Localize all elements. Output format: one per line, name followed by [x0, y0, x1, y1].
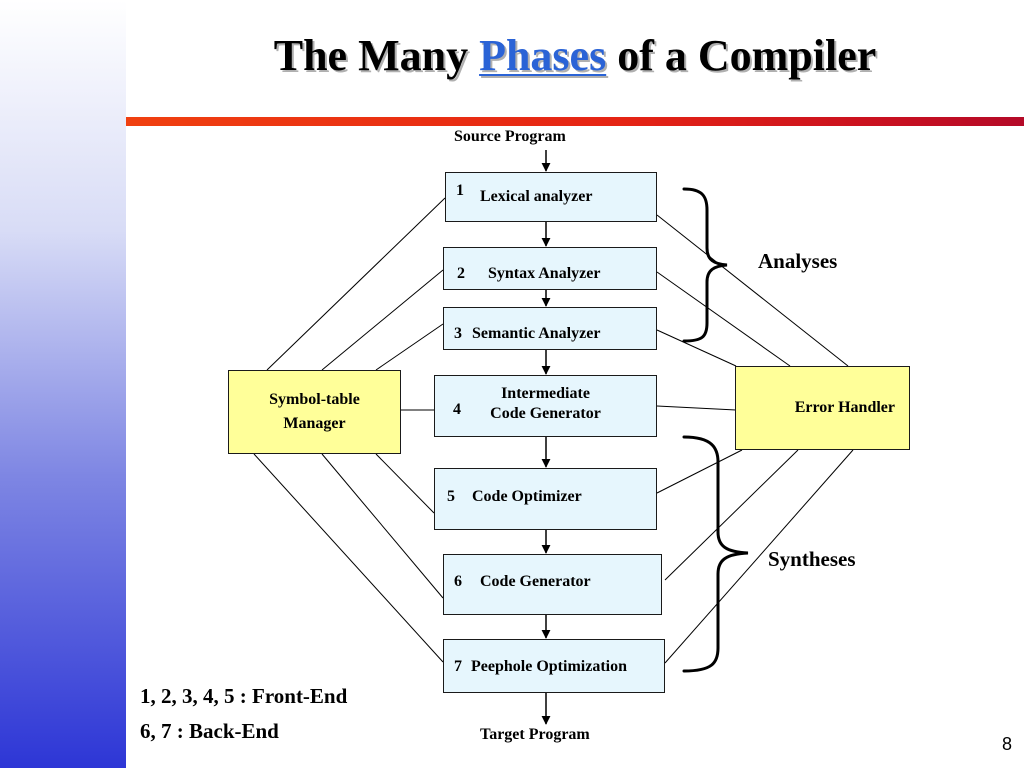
phase-box-syntax-analyzer: 2 Syntax Analyzer — [443, 247, 657, 290]
title-accent-word: Phases — [479, 31, 607, 80]
phase-number: 6 — [454, 573, 462, 590]
phase-number: 3 — [454, 325, 462, 342]
phase-number: 5 — [447, 488, 455, 505]
symbol-table-line1: Symbol-table — [269, 391, 360, 408]
phase-label: Semantic Analyzer — [472, 325, 601, 342]
phase-number: 2 — [457, 265, 465, 282]
phase-box-code-generator: 6 Code Generator — [443, 554, 662, 615]
phase-label: Lexical analyzer — [480, 188, 593, 205]
phase-label: Syntax Analyzer — [488, 265, 601, 282]
phase-number: 7 — [454, 658, 462, 675]
symbol-table-line2: Manager — [283, 415, 346, 432]
gradient-sidebar — [0, 0, 126, 768]
phase-label-line2: Code Generator — [490, 405, 601, 422]
syntheses-label: Syntheses — [768, 547, 856, 571]
phase-box-code-optimizer: 5 Code Optimizer — [434, 468, 657, 530]
analyses-brace — [682, 187, 728, 343]
analyses-label: Analyses — [758, 249, 838, 273]
phase-number: 1 — [456, 182, 464, 199]
title-text-after: of a Compiler — [606, 31, 877, 80]
brace-shapes — [682, 187, 749, 673]
phase-label: Code Optimizer — [472, 488, 582, 505]
phase-box-lexical-analyzer: 1 Lexical analyzer — [445, 172, 657, 222]
error-handler-box: Error Handler — [735, 366, 910, 450]
phase-number: 4 — [453, 401, 461, 418]
phase-label: Peephole Optimization — [471, 658, 627, 675]
page-number: 8 — [1001, 734, 1012, 754]
phase-label-line1: Intermediate — [501, 385, 590, 402]
error-handler-label: Error Handler — [794, 399, 895, 416]
symbol-table-links — [253, 197, 446, 663]
source-program-label: Source Program — [454, 128, 566, 145]
error-handler-links — [656, 214, 854, 664]
phase-label: Code Generator — [480, 573, 591, 590]
title-text-before: The Many — [273, 31, 480, 80]
title-rule — [126, 117, 1024, 126]
target-program-label: Target Program — [480, 726, 590, 743]
slide-title: The Many Phases of a Compiler — [126, 30, 1024, 81]
phase-box-semantic-analyzer: 3 Semantic Analyzer — [443, 307, 657, 350]
legend-front-end: 1, 2, 3, 4, 5 : Front-End — [140, 684, 348, 708]
syntheses-brace — [682, 435, 749, 673]
legend-back-end: 6, 7 : Back-End — [140, 719, 279, 743]
phase-box-peephole-optimization: 7 Peephole Optimization — [443, 639, 665, 693]
